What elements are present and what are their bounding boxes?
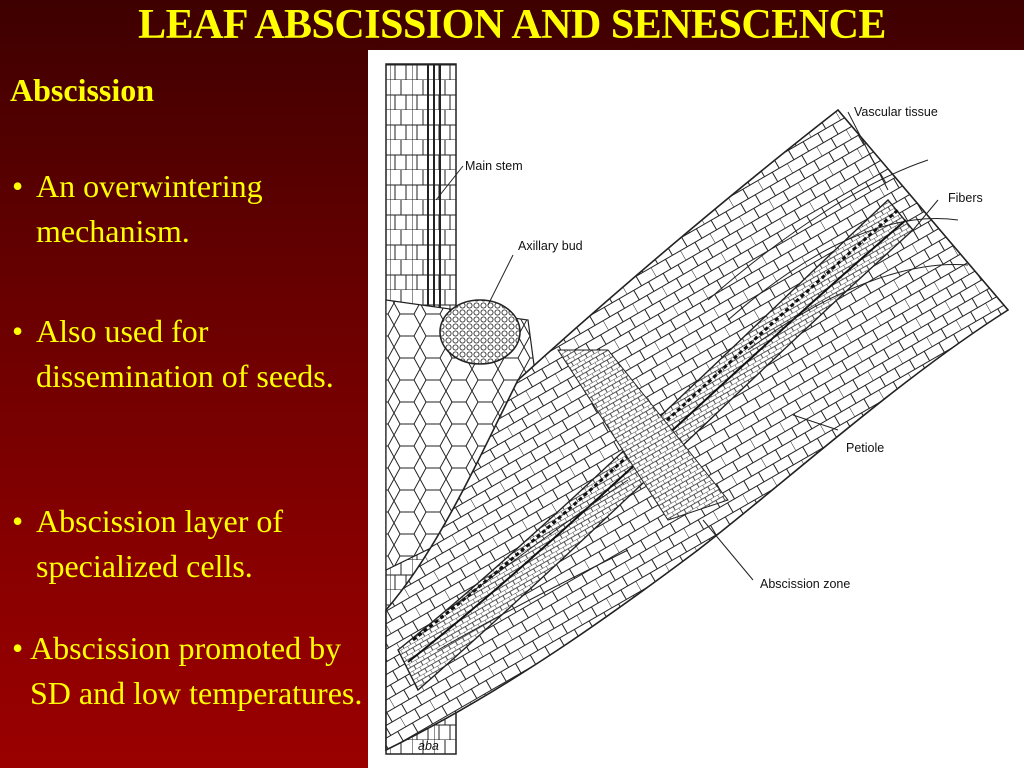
bullet-symbol: • (12, 503, 24, 539)
bullet-symbol: • (12, 630, 24, 666)
bullet-text: Abscission promoted by SD and low temper… (30, 630, 363, 711)
label-abscission-zone: Abscission zone (760, 577, 850, 591)
bullet-item-1: • An overwintering mechanism. (12, 164, 342, 254)
axillary-bud-drawing (439, 299, 521, 365)
petiole-drawing (385, 108, 1010, 752)
bullet-symbol: • (12, 168, 24, 204)
bullet-item-4: • Abscission promoted by SD and low temp… (12, 626, 372, 716)
label-main-stem: Main stem (465, 159, 523, 173)
bullet-text: Also used for dissemination of seeds. (36, 313, 334, 394)
label-vascular-tissue: Vascular tissue (854, 105, 938, 119)
bullet-item-2: • Also used for dissemination of seeds. (12, 309, 342, 399)
bullet-text: An overwintering mechanism. (36, 168, 263, 249)
bullet-text: Abscission layer of specialized cells. (36, 503, 284, 584)
abscission-diagram: Vascular tissue Main stem Fibers Axillar… (368, 50, 1024, 768)
label-petiole: Petiole (846, 441, 884, 455)
abscission-diagram-svg: Vascular tissue Main stem Fibers Axillar… (385, 63, 1010, 755)
slide-title: LEAF ABSCISSION AND SENESCENCE (138, 2, 886, 48)
bullet-item-3: • Abscission layer of specialized cells. (12, 499, 357, 589)
illustrator-signature: aba (418, 739, 439, 753)
label-axillary-bud: Axillary bud (518, 239, 583, 253)
section-heading: Abscission (10, 72, 155, 108)
label-fibers: Fibers (948, 191, 983, 205)
leader-lines (435, 111, 939, 581)
bullet-symbol: • (12, 313, 24, 349)
